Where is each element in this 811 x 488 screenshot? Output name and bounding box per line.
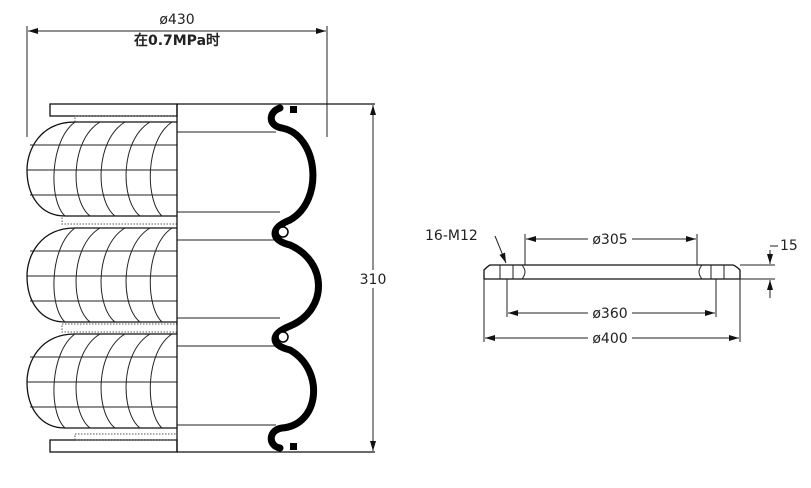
thickness-label: 15 bbox=[780, 238, 798, 254]
diameter-dimension-430: ø430 在0.7MPa时 bbox=[26, 12, 328, 137]
flange-dimension-305: ø305 bbox=[526, 231, 696, 248]
inner-diameter-label: ø305 bbox=[592, 232, 627, 248]
flange-dimension-400: ø400 bbox=[485, 330, 739, 347]
bolt-label: 16-M12 bbox=[425, 228, 478, 244]
bolt-callout: 16-M12 bbox=[425, 228, 507, 264]
outer-diameter-label: ø400 bbox=[592, 331, 627, 347]
height-dimension-310: 310 bbox=[356, 105, 390, 451]
flange-section bbox=[483, 234, 775, 342]
bellows-external-view bbox=[26, 103, 178, 453]
flange-dimension-360: ø360 bbox=[508, 305, 715, 322]
flange-thickness-dimension: 15 bbox=[767, 238, 798, 298]
diameter-label: ø430 bbox=[159, 12, 194, 28]
bellows-section-view bbox=[177, 103, 375, 453]
pressure-note: 在0.7MPa时 bbox=[134, 32, 220, 49]
bolt-circle-label: ø360 bbox=[592, 306, 627, 322]
height-label: 310 bbox=[360, 272, 387, 288]
